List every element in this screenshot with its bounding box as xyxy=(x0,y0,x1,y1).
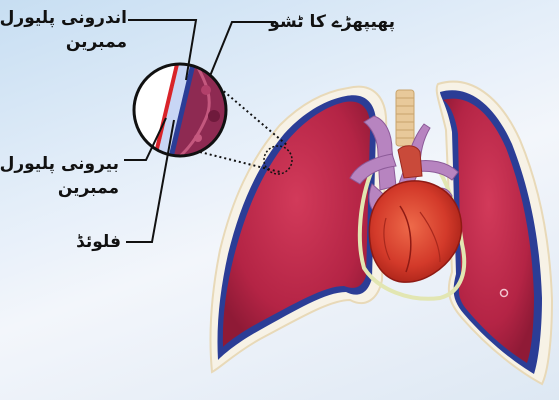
heart xyxy=(369,181,461,282)
outer-pleural-membrane-label: بیرونی پلیورل ممبرین xyxy=(0,152,119,200)
fluid-label: فلوئڈ xyxy=(76,230,121,254)
trachea xyxy=(396,90,414,146)
inner-pleural-membrane-label: اندرونی پلیورل ممبرین xyxy=(0,6,127,54)
lung-tissue-label: پھیپھڑے کا ٹشو xyxy=(269,10,395,34)
